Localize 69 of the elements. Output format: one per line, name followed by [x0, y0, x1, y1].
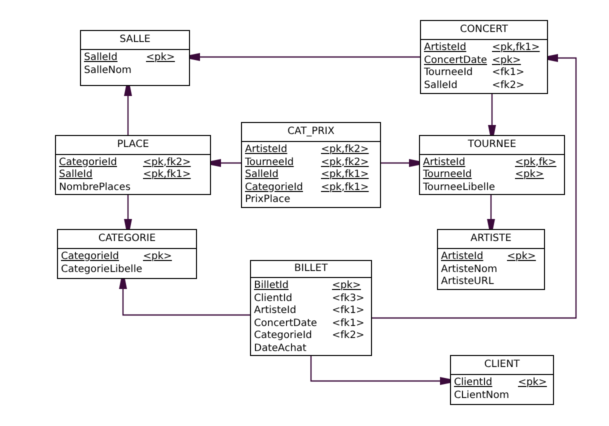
key-marker: <pk,fk2> [143, 156, 191, 169]
key-marker: <pk> [507, 251, 536, 264]
attribute-name: PrixPlace [245, 194, 290, 206]
key-marker: <pk> [515, 169, 544, 182]
entity-name: ARTISTE [470, 234, 512, 244]
key-marker: <pk> [146, 52, 175, 64]
key-marker: <pk,fk> [515, 156, 556, 169]
attribute-name: ClientId [454, 377, 492, 390]
attribute-name: TourneeId [423, 169, 472, 182]
attribute-name: TourneeLibelle [423, 182, 496, 194]
key-marker: <pk> [332, 280, 361, 292]
key-marker: <pk,fk2> [321, 144, 369, 156]
attribute-name: CLientNom [454, 390, 510, 402]
attribute-name: ClientId [254, 292, 292, 305]
attribute-name: CategorieLibelle [61, 264, 142, 276]
attribute-name: ArtisteNom [441, 264, 498, 276]
entity-table [57, 229, 197, 279]
attribute-name: CategorieId [254, 330, 312, 342]
attribute-name: ArtisteId [254, 305, 296, 318]
attribute-name: SalleId [245, 169, 278, 182]
attribute-name: SalleId [424, 80, 458, 92]
attribute-name: ConcertDate [254, 318, 318, 330]
attribute-name: ArtisteId [423, 156, 466, 169]
attribute-name: CategorieId [61, 251, 119, 264]
key-marker: <fk2> [332, 330, 364, 342]
attribute-name: SalleId [84, 52, 118, 64]
attribute-name: ConcertDate [424, 54, 488, 67]
entity-table [80, 30, 190, 86]
key-marker: <pk> [143, 251, 172, 264]
key-marker: <fk3> [332, 292, 364, 305]
entity-table [55, 135, 211, 195]
key-marker: <fk1> [332, 318, 364, 330]
attribute-name: NombrePlaces [59, 182, 131, 194]
key-marker: <pk,fk1> [143, 169, 191, 182]
entity-name: CATEGORIE [98, 234, 156, 244]
attribute-name: SalleNom [84, 64, 132, 77]
entity-table [241, 122, 381, 208]
entity-table [450, 355, 554, 405]
entity-name: CONCERT [460, 25, 508, 35]
attribute-name: DateAchat [254, 342, 306, 355]
attribute-name: CategorieId [59, 156, 117, 169]
key-marker: <fk2> [492, 80, 524, 92]
key-marker: <pk> [518, 377, 547, 390]
attribute-name: BilletId [254, 280, 289, 292]
entity-name: CLIENT [484, 360, 520, 370]
key-marker: <fk1> [492, 67, 524, 80]
entity-table [250, 260, 372, 356]
attribute-name: ArtisteId [441, 251, 484, 264]
key-marker: <pk> [492, 54, 521, 67]
entity-table [419, 135, 565, 195]
entity-name: BILLET [294, 264, 328, 274]
entity-table [437, 229, 545, 290]
attribute-name: SalleId [59, 169, 92, 182]
attribute-name: TourneeId [245, 156, 294, 169]
key-marker: <pk,fk1> [321, 169, 369, 182]
key-marker: <fk1> [332, 305, 364, 318]
key-marker: <pk,fk2> [321, 156, 369, 169]
key-marker: <pk,fk1> [321, 182, 369, 194]
key-marker: <pk,fk1> [492, 42, 540, 54]
attribute-name: ArtisteId [424, 42, 466, 54]
entity-table [420, 20, 548, 94]
attribute-name: ArtisteURL [441, 276, 494, 288]
entity-name: TOURNEE [468, 140, 516, 150]
entity-name: PLACE [117, 140, 149, 150]
entity-name: SALLE [120, 35, 150, 45]
entity-name: CAT_PRIX [288, 127, 334, 137]
attribute-name: ArtisteId [245, 144, 288, 156]
attribute-name: TourneeId [424, 67, 473, 80]
attribute-name: CategorieId [245, 182, 303, 194]
